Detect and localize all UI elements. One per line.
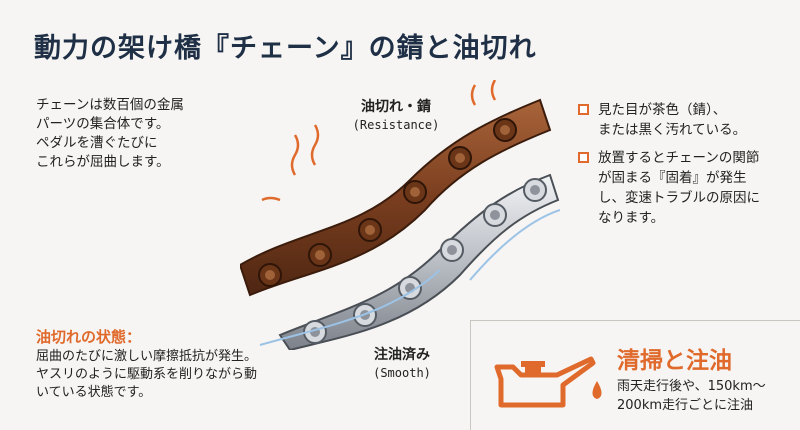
cleaning-panel: 清掃と注油 雨天走行後や、150km〜 200km走行ごとに注油 (470, 320, 800, 430)
cleaning-line: 200km走行ごとに注油 (617, 398, 754, 413)
intro-line: パーツの集合体です。 (36, 116, 170, 132)
intro-line: チェーンは数百個の金属 (36, 97, 184, 113)
chain-illustration (240, 80, 560, 350)
checklist-line: 放置するとチェーンの関節 (598, 150, 760, 166)
state-heading: 油切れの状態： (36, 328, 142, 346)
intro-text: チェーンは数百個の金属 パーツの集合体です。 ペダルを漕ぐたびに これらが屈曲し… (36, 96, 226, 172)
state-line: 屈曲のたびに激しい摩擦抵抗が発生。 (36, 349, 258, 364)
checklist-line: し、変速トラブルの原因に (598, 190, 760, 206)
rusty-chain (240, 98, 552, 297)
checkbox-icon (578, 104, 589, 115)
dry-label-en: (Resistance) (352, 118, 440, 132)
cleaning-title: 清掃と注油 (617, 348, 732, 374)
cleaning-text: 雨天走行後や、150km〜 200km走行ごとに注油 (617, 377, 766, 415)
oiled-chain-label: 注油済み (Smooth) (352, 344, 452, 380)
heat-arrow-icon (261, 80, 497, 202)
oiled-label-en: (Smooth) (373, 366, 431, 380)
intro-line: ペダルを漕ぐたびに (36, 135, 158, 151)
oil-can-icon (494, 356, 602, 408)
checklist-item: 放置するとチェーンの関節 が固まる『固着』が発生 し、変速トラブルの原因に なり… (578, 148, 788, 228)
checklist-line: または黒く汚れている。 (598, 122, 747, 138)
intro-line: これらが屈曲します。 (36, 154, 170, 170)
checklist-line: が固まる『固着』が発生 (598, 170, 747, 186)
state-line: ヤスリのように駆動系を削りながら動 (36, 367, 258, 382)
checklist-item: 見た目が茶色（錆）、 または黒く汚れている。 (578, 100, 788, 140)
oiled-label-jp: 注油済み (374, 347, 430, 363)
dry-label-jp: 油切れ・錆 (361, 99, 431, 115)
state-description: 屈曲のたびに激しい摩擦抵抗が発生。 ヤスリのように駆動系を削りながら動 いている… (36, 348, 316, 402)
page-title: 動力の架け橋『チェーン』の錆と油切れ (34, 33, 537, 64)
checklist-line: 見た目が茶色（錆）、 (598, 102, 727, 118)
checklist-line: なります。 (598, 210, 665, 226)
checkbox-icon (578, 152, 589, 163)
cleaning-line: 雨天走行後や、150km〜 (617, 379, 766, 394)
oiled-chain (259, 173, 560, 350)
dry-chain-label: 油切れ・錆 (Resistance) (344, 96, 448, 132)
state-line: いている状態です。 (36, 385, 152, 400)
